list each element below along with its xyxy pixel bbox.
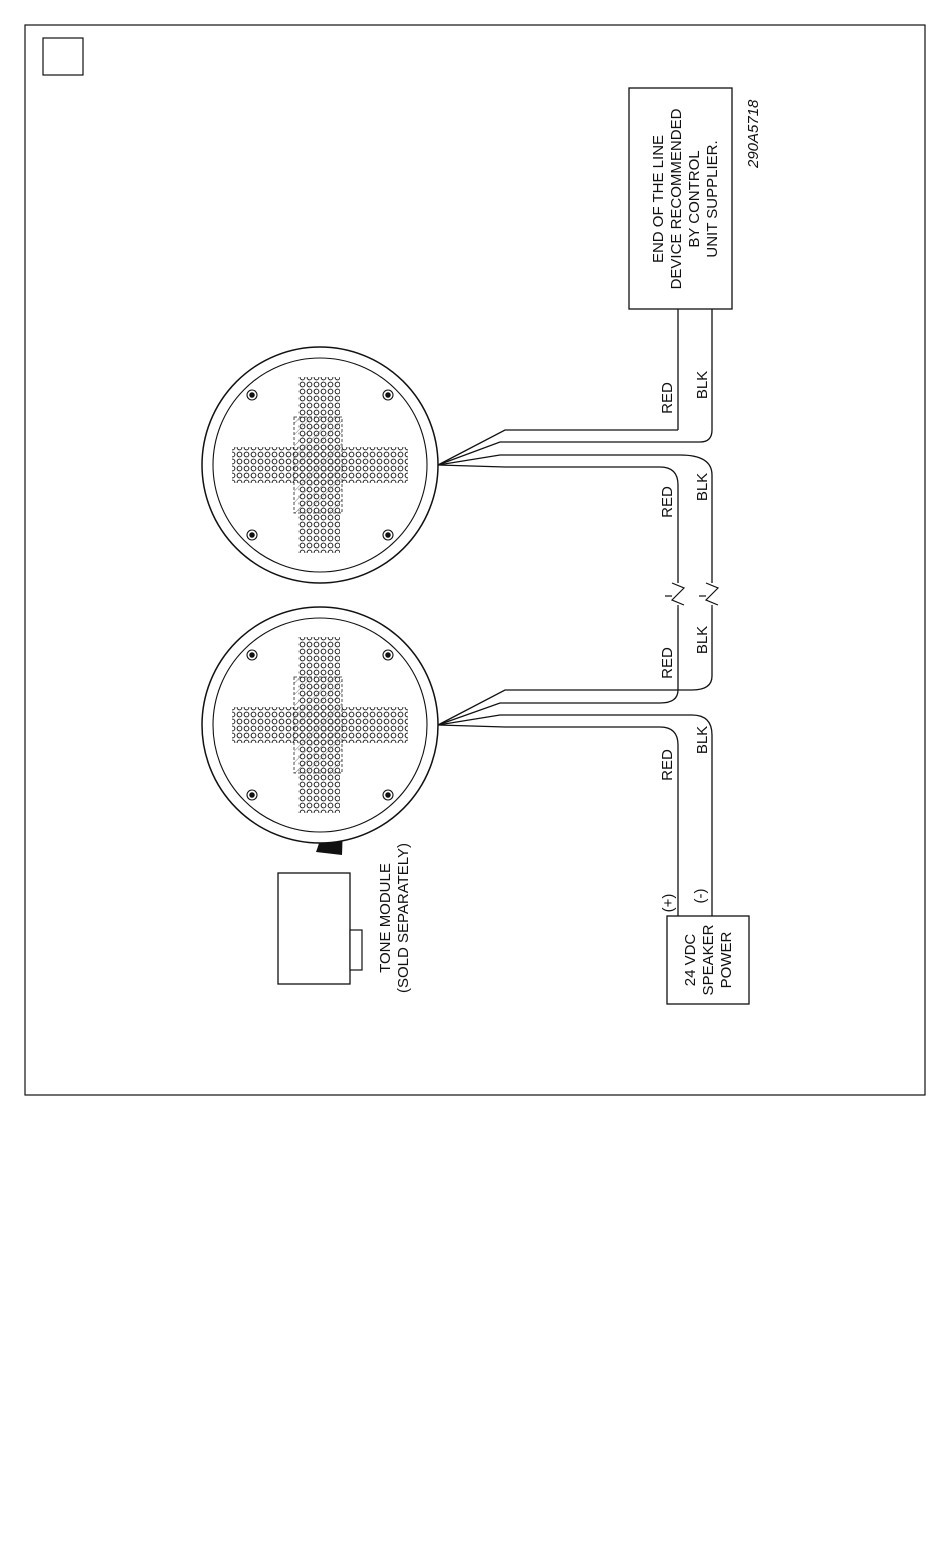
diagram-frame xyxy=(25,25,925,1095)
speaker-1-wiring xyxy=(438,309,712,583)
label-red-s2-top: RED xyxy=(659,647,676,679)
label-blk-s2-bottom: BLK xyxy=(694,726,711,754)
svg-text:UNIT SUPPLIER.: UNIT SUPPLIER. xyxy=(704,140,721,257)
label-red-eol: RED xyxy=(659,382,676,414)
wire-labels: RED BLK RED BLK RED BLK RED BLK xyxy=(659,371,711,781)
speaker-2 xyxy=(202,607,438,843)
svg-text:TONE MODULE: TONE MODULE xyxy=(377,863,394,973)
wire-break-blk xyxy=(706,583,718,608)
svg-text:END OF THE LINE: END OF THE LINE xyxy=(650,135,667,263)
label-blk-s1: BLK xyxy=(694,473,711,501)
speaker-1 xyxy=(202,347,438,583)
label-blk-s2-top: BLK xyxy=(694,626,711,654)
svg-text:POWER: POWER xyxy=(718,932,735,989)
figure-number-box xyxy=(43,38,83,75)
svg-text:BY CONTROL: BY CONTROL xyxy=(686,150,703,247)
tone-module-box xyxy=(278,873,350,984)
plus-terminal-label: (+) xyxy=(660,894,677,913)
label-red-s2-bottom: RED xyxy=(659,749,676,781)
svg-text:24 VDC: 24 VDC xyxy=(682,934,699,987)
svg-text:DEVICE RECOMMENDED: DEVICE RECOMMENDED xyxy=(668,108,685,289)
minus-terminal-label: (-) xyxy=(692,889,709,904)
svg-text:(SOLD SEPARATELY): (SOLD SEPARATELY) xyxy=(395,843,412,993)
tone-module-label: TONE MODULE (SOLD SEPARATELY) xyxy=(377,843,412,993)
wire-break-red xyxy=(672,583,684,608)
reference-code: 290A5718 xyxy=(745,99,762,169)
power-supply-label: 24 VDC SPEAKER POWER xyxy=(682,924,735,995)
svg-text:SPEAKER: SPEAKER xyxy=(700,924,717,995)
label-red-s1: RED xyxy=(659,486,676,518)
tone-module-tab xyxy=(350,930,362,970)
label-blk-eol: BLK xyxy=(694,371,711,399)
